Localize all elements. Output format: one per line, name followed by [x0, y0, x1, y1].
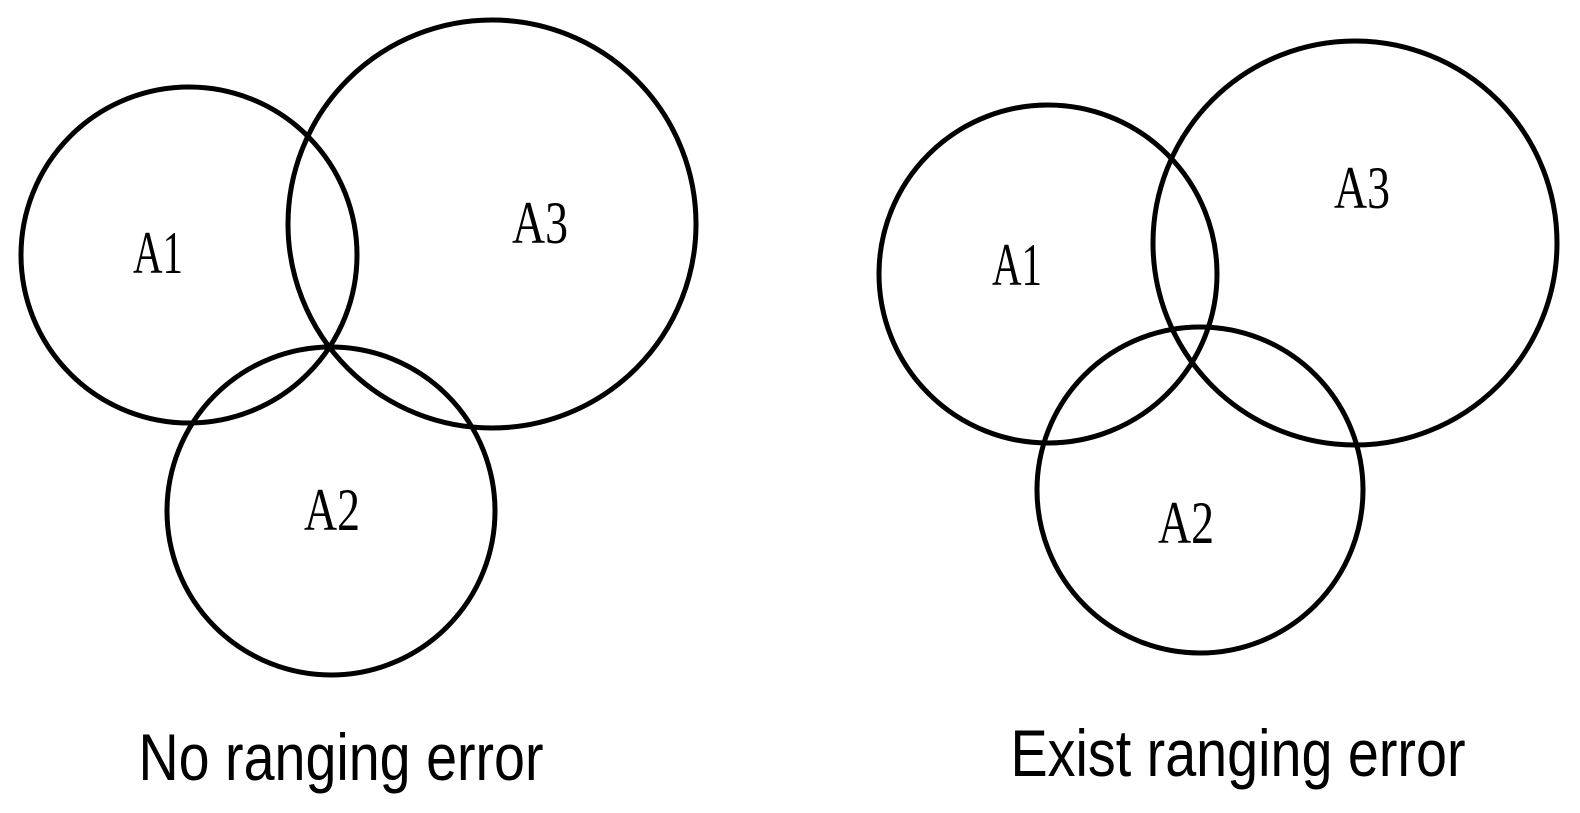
circle-label-a3-right: A3 — [1334, 155, 1390, 221]
circle-label-a1-left: A1 — [133, 220, 183, 286]
circle-a2-right — [1034, 324, 1366, 656]
caption-no-ranging-error: No ranging error — [139, 720, 544, 794]
caption-exist-ranging-error: Exist ranging error — [1011, 716, 1466, 790]
circle-label-a1-right: A1 — [992, 232, 1042, 298]
circle-a3-left — [285, 17, 699, 431]
diagram-exist-ranging-error: A1 A2 A3 Exist ranging error — [876, 38, 1560, 790]
circle-a1-left — [18, 84, 360, 426]
diagram-no-ranging-error: A1 A2 A3 No ranging error — [18, 17, 699, 794]
circle-label-a2-right: A2 — [1158, 490, 1214, 556]
circle-a3-right — [1150, 38, 1560, 448]
circle-label-a2-left: A2 — [304, 477, 360, 543]
circle-label-a3-left: A3 — [512, 190, 568, 256]
circle-a1-right — [876, 102, 1220, 446]
